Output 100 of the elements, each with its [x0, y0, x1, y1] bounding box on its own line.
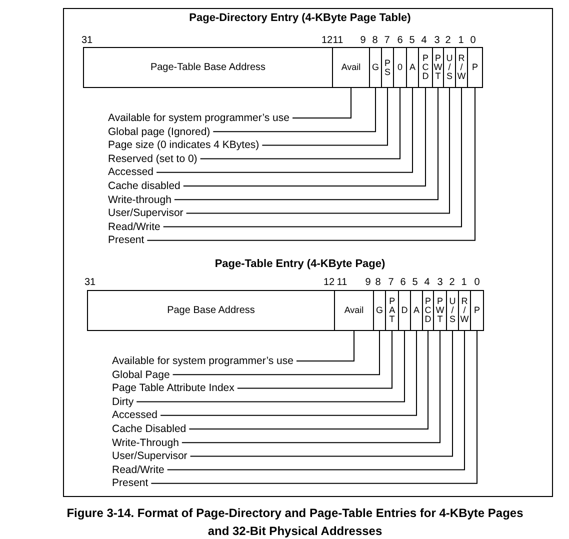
bit-field-cell — [455, 47, 468, 88]
bit-field-cell — [381, 47, 394, 88]
bit-number: 3 — [434, 35, 440, 46]
leader-line — [172, 330, 380, 376]
field-name: P C D — [422, 54, 429, 81]
bit-number: 8 — [375, 277, 381, 288]
bit-field-cell — [406, 47, 419, 88]
field-name: Page Base Address — [167, 306, 255, 315]
bit-number: 6 — [397, 35, 403, 46]
bit-field-cell — [433, 290, 447, 331]
leader-line — [186, 88, 450, 214]
bit-field-cell — [443, 47, 456, 88]
bit-field-cell — [87, 290, 335, 331]
field-name: Page-Table Base Address — [150, 63, 266, 72]
field-description: Present — [112, 477, 148, 490]
register-title: Page-Table Entry (4-KByte Page) — [214, 258, 386, 270]
leader-line — [212, 88, 376, 132]
bit-field-cell — [334, 290, 374, 331]
field-description: Page size (0 indicates 4 KBytes) — [108, 139, 260, 152]
field-name: Avail — [341, 63, 361, 72]
field-name: G — [376, 306, 383, 315]
field-name: P W T — [436, 297, 444, 324]
field-name: P W T — [434, 54, 442, 81]
bit-number: 4 — [421, 35, 427, 46]
leader-line — [262, 88, 388, 146]
bit-field-cell — [398, 290, 411, 331]
field-description: Write-Through — [112, 436, 179, 449]
field-description: Available for system programmer’s use — [112, 355, 294, 367]
field-description: User/Supervisor — [108, 207, 184, 220]
field-name: P — [472, 63, 478, 72]
leader-line — [162, 88, 462, 228]
field-description: User/Supervisor — [112, 450, 188, 462]
leader-line — [136, 330, 405, 402]
leader-line — [156, 88, 413, 173]
bit-field-cell — [422, 290, 434, 331]
bit-field-cell — [470, 290, 484, 331]
bit-field-cell — [446, 290, 459, 331]
bit-number: 11 — [336, 277, 348, 288]
leader-line — [188, 330, 428, 430]
leader-line — [236, 330, 392, 389]
field-name: A — [413, 306, 420, 315]
bit-number: 3 — [437, 277, 443, 288]
field-name: 0 — [397, 63, 402, 72]
leader-line — [150, 330, 478, 484]
field-description: Accessed — [108, 166, 154, 178]
bit-number: 12 — [323, 277, 335, 288]
leader-line — [292, 88, 352, 118]
leader-line — [190, 330, 453, 457]
bit-number: 5 — [409, 35, 415, 46]
bit-number: 5 — [412, 277, 418, 288]
field-description: Reserved (set to 0) — [108, 152, 198, 165]
field-name: U / S — [449, 297, 456, 324]
field-name: D — [401, 306, 408, 315]
leader-line — [174, 88, 438, 200]
bit-field-cell — [418, 47, 433, 88]
leader-line — [182, 88, 426, 186]
bit-number: 6 — [400, 277, 406, 288]
bit-number: 31 — [84, 277, 96, 288]
field-description: Read/Write — [108, 220, 160, 233]
leader-line — [146, 88, 476, 241]
leader-line — [296, 330, 354, 362]
bit-number: 12 — [321, 35, 333, 46]
bit-field-cell — [393, 47, 407, 88]
bit-number: 2 — [449, 277, 455, 288]
bit-number: 31 — [81, 35, 93, 46]
field-name: Avail — [344, 306, 364, 315]
bit-number: 9 — [365, 277, 371, 288]
bit-number: 7 — [384, 35, 390, 46]
bit-field-cell — [373, 290, 386, 331]
field-description: Available for system programmer’s use — [108, 112, 290, 124]
field-description: Read/Write — [112, 464, 164, 476]
leader-line — [181, 330, 440, 444]
field-description: Cache Disabled — [112, 423, 186, 435]
field-name: P S — [384, 58, 390, 76]
bit-number: 11 — [332, 35, 344, 46]
bit-field-cell — [467, 47, 483, 88]
field-name: A — [409, 63, 416, 72]
bit-field-cell — [385, 290, 399, 331]
field-description: Accessed — [112, 409, 158, 422]
field-description: Present — [108, 234, 144, 246]
field-description: Page Table Attribute Index — [112, 382, 234, 394]
field-description: Dirty — [112, 396, 134, 408]
field-name: R / W — [460, 297, 469, 324]
leader-line — [166, 330, 465, 470]
bit-field-cell — [369, 47, 382, 88]
bit-number: 8 — [372, 35, 378, 46]
bit-number: 4 — [424, 277, 430, 288]
figure-caption: Figure 3-14. Format of Page-Directory and Page-Table Entries for 4-KByte Pages and 32-Bit Physical Addresses — [66, 505, 524, 539]
bit-field-cell — [458, 290, 471, 331]
field-name: P — [474, 306, 480, 315]
bit-number: 0 — [470, 35, 476, 46]
field-name: G — [372, 63, 379, 72]
field-description: Write-through — [108, 194, 172, 206]
bit-number: 7 — [388, 277, 394, 288]
bit-number: 1 — [458, 35, 464, 46]
bit-number: 0 — [474, 277, 480, 288]
field-description: Global page (Ignored) — [108, 126, 210, 138]
bit-field-cell — [83, 47, 333, 88]
field-name: U / S — [446, 54, 453, 81]
bit-number: 1 — [461, 277, 467, 288]
